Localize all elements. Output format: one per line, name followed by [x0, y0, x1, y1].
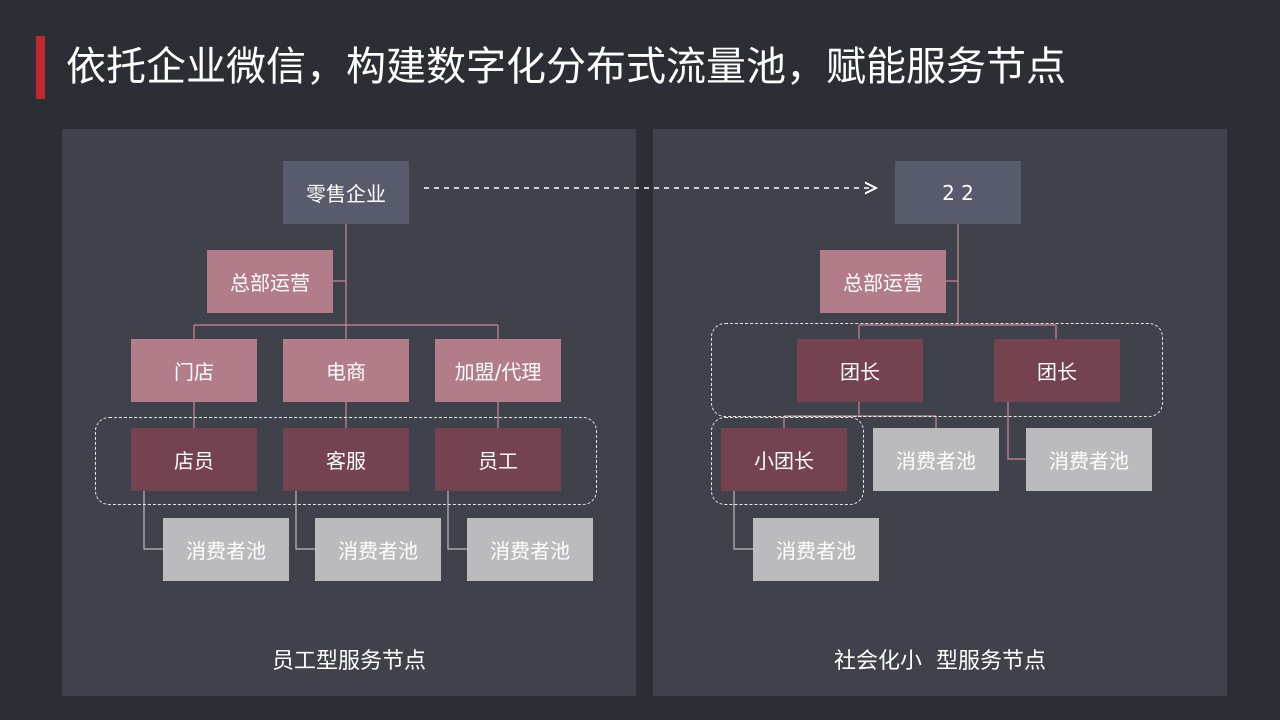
- node-employee: 员工: [435, 428, 561, 491]
- node-consumer-pool-right-1: 消费者池: [873, 428, 999, 491]
- right-leader2-pool-connector: [1007, 401, 1026, 460]
- node-store: 门店: [131, 339, 257, 402]
- left-staff-group-outline: [95, 417, 597, 505]
- node-customer-service: 客服: [283, 428, 409, 491]
- node-franchise-agent: 加盟/代理: [435, 339, 561, 402]
- right-panel-caption: 社会化小 型服务节点: [834, 649, 1046, 674]
- node-right-top: 2 2: [895, 161, 1021, 224]
- node-consumer-pool-left-2: 消费者池: [315, 518, 441, 581]
- node-consumer-pool-left-1: 消费者池: [163, 518, 289, 581]
- node-consumer-pool-right-3: 消费者池: [753, 518, 879, 581]
- node-group-leader-1: 团长: [797, 339, 923, 402]
- node-retail-enterprise: 零售企业: [283, 161, 409, 224]
- right-subleader-outline: [711, 417, 864, 505]
- node-hq-operations-right: 总部运营: [820, 250, 946, 313]
- left-pool-connector-3: [447, 490, 467, 550]
- right-sub-pool-connector: [733, 490, 753, 550]
- node-consumer-pool-left-3: 消费者池: [467, 518, 593, 581]
- left-panel-caption: 员工型服务节点: [271, 649, 426, 674]
- right-leader-group-outline: [711, 323, 1163, 417]
- title-accent-bar: [36, 36, 45, 99]
- node-sub-leader: 小团长: [721, 428, 847, 491]
- node-store-clerk: 店员: [131, 428, 257, 491]
- slide-title: 依托企业微信，构建数字化分布式流量池，赋能服务节点: [66, 44, 1066, 90]
- left-pool-connector-1: [143, 490, 163, 550]
- node-group-leader-2: 团长: [994, 339, 1120, 402]
- node-hq-operations-left: 总部运营: [207, 250, 333, 313]
- left-pool-connector-2: [295, 490, 315, 550]
- node-consumer-pool-right-2: 消费者池: [1026, 428, 1152, 491]
- node-ecommerce: 电商: [283, 339, 409, 402]
